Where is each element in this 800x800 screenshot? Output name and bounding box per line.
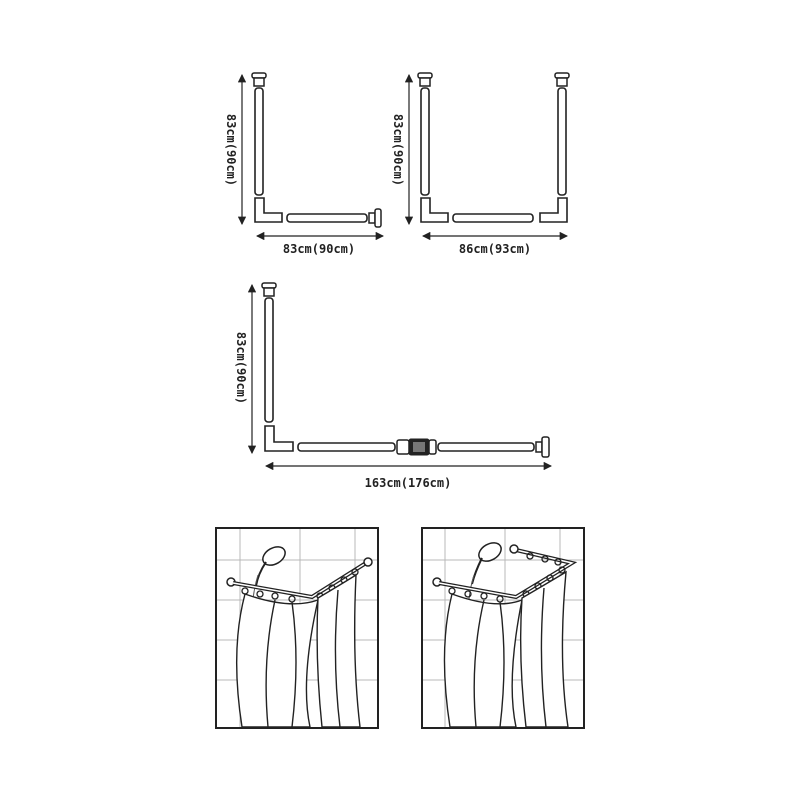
rod-connector-icon bbox=[396, 438, 437, 456]
illustration-u-rod-installed bbox=[421, 527, 585, 729]
horizontal-rod bbox=[452, 213, 534, 223]
diagram-l-shape-long: 83cm(90cm) 163cm(176cm) bbox=[234, 282, 553, 490]
elbow-joint bbox=[264, 425, 294, 452]
width-label: 163cm(176cm) bbox=[365, 476, 452, 490]
ceiling-flange-icon bbox=[261, 282, 277, 297]
wall-flange-icon bbox=[368, 208, 382, 228]
width-label: 83cm(90cm) bbox=[283, 242, 355, 256]
illustration-l-rod-installed bbox=[215, 527, 379, 729]
horizontal-rod-right bbox=[437, 442, 535, 452]
left-vertical-rod bbox=[420, 87, 430, 196]
l-rod-icon bbox=[226, 557, 373, 600]
diagram-l-shape-small: 83cm(90cm) 83cm(90cm) bbox=[224, 72, 385, 256]
vertical-rod bbox=[264, 297, 274, 423]
height-label: 83cm(90cm) bbox=[224, 114, 238, 186]
curtain-rings bbox=[448, 552, 566, 603]
height-label: 83cm(90cm) bbox=[234, 332, 248, 404]
ceiling-flange-icon bbox=[554, 72, 570, 87]
height-label: 83cm(90cm) bbox=[391, 114, 405, 186]
left-elbow-joint bbox=[420, 197, 449, 223]
horizontal-rod bbox=[286, 213, 368, 223]
shower-curtain-icon bbox=[235, 573, 361, 728]
diagram-u-shape: 83cm(90cm) 86cm(93cm) bbox=[391, 72, 570, 256]
ceiling-flange-icon bbox=[417, 72, 433, 87]
right-vertical-rod bbox=[557, 87, 567, 196]
shower-head-icon bbox=[467, 542, 502, 641]
elbow-joint bbox=[254, 197, 283, 223]
width-label: 86cm(93cm) bbox=[459, 242, 531, 256]
shower-curtain-icon bbox=[443, 570, 569, 728]
ceiling-flange-icon bbox=[251, 72, 267, 87]
horizontal-rod-left bbox=[297, 442, 396, 452]
vertical-rod bbox=[254, 87, 264, 196]
right-elbow-joint bbox=[539, 197, 568, 223]
wall-flange-icon bbox=[535, 436, 550, 458]
